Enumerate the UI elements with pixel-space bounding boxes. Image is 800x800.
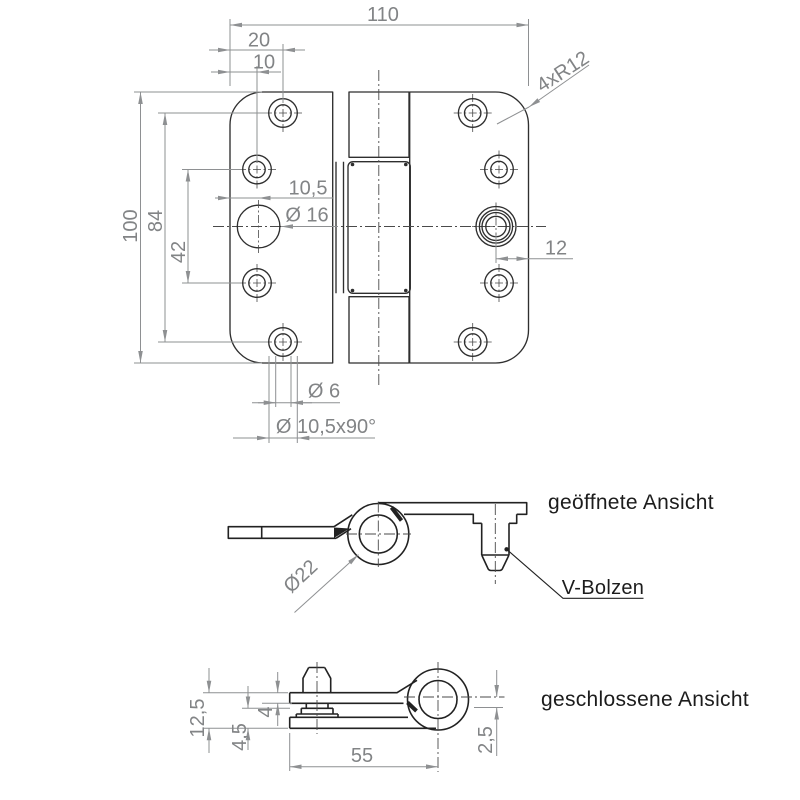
dim-outer-hole-offset: 20 bbox=[248, 30, 270, 52]
knuckle-corner-dot bbox=[404, 288, 408, 293]
knuckle-notch bbox=[389, 506, 404, 522]
dim-countersink-spec: Ø 10,5x90° bbox=[276, 416, 376, 438]
open-view-geometry bbox=[227, 501, 644, 599]
closed-view-label: geschlossene Ansicht bbox=[541, 688, 749, 711]
screw-hole bbox=[479, 149, 519, 190]
v-bolzen-label: V-Bolzen bbox=[562, 577, 644, 599]
knuckle-corner-dot bbox=[350, 288, 355, 293]
closed-view: 12,5 4,5 4 2,5 55 geschlossene Ansicht bbox=[187, 662, 749, 772]
knuckle-corner-dot bbox=[350, 162, 355, 167]
front-view: 110 20 10 100 84 bbox=[120, 4, 593, 443]
v-bolzen-pin bbox=[480, 523, 510, 572]
knuckle-corner-dot bbox=[404, 162, 408, 167]
dim-inner-hole-span: 42 bbox=[168, 241, 190, 263]
closed-view-geometry bbox=[288, 662, 505, 772]
right-leaf-outline bbox=[409, 91, 530, 364]
dim-screw-hole-diameter: Ø 6 bbox=[308, 381, 340, 403]
screw-hole bbox=[453, 93, 493, 133]
open-view: Ø22 geöffnete Ansicht V-Bolzen bbox=[227, 491, 714, 613]
dim-center-hole-offset: 10,5 bbox=[289, 178, 328, 200]
closed-notch bbox=[406, 701, 418, 713]
dim-flange-height: 4,5 bbox=[229, 723, 251, 751]
screw-hole bbox=[453, 322, 493, 362]
dim-center-hole-diameter: Ø 16 bbox=[285, 205, 328, 227]
closed-knuckle-inner bbox=[418, 679, 458, 720]
closed-dimensions: 12,5 4,5 4 2,5 55 bbox=[187, 668, 503, 771]
left-leaf-outline bbox=[229, 91, 334, 364]
dim-inner-hole-offset: 10 bbox=[253, 52, 275, 74]
screw-hole bbox=[237, 263, 277, 303]
dim-axis-offset: 2,5 bbox=[475, 726, 497, 754]
open-view-label: geöffnete Ansicht bbox=[548, 491, 714, 514]
knuckle-inner-circle bbox=[358, 514, 399, 554]
front-dimensions: 110 20 10 100 84 bbox=[120, 4, 593, 443]
closed-bottom-plate bbox=[288, 716, 436, 730]
leaf-bend-wedge bbox=[334, 527, 350, 538]
dim-stack-height: 12,5 bbox=[187, 699, 209, 738]
dim-width: 110 bbox=[367, 4, 399, 26]
v-bolzen-leader bbox=[506, 548, 644, 599]
screw-hole bbox=[263, 322, 303, 362]
dim-outer-hole-span: 84 bbox=[145, 210, 167, 232]
dim-corner-radius: 4xR12 bbox=[533, 47, 593, 97]
closed-top-plate bbox=[288, 679, 418, 705]
dim-pin-edge-distance: 12 bbox=[545, 238, 567, 260]
dim-knuckle-diameter: Ø22 bbox=[280, 556, 323, 598]
dim-plate-thickness: 4 bbox=[255, 706, 277, 717]
dim-height: 100 bbox=[120, 209, 142, 242]
dim-axis-distance: 55 bbox=[351, 745, 373, 767]
screw-hole bbox=[479, 263, 519, 303]
